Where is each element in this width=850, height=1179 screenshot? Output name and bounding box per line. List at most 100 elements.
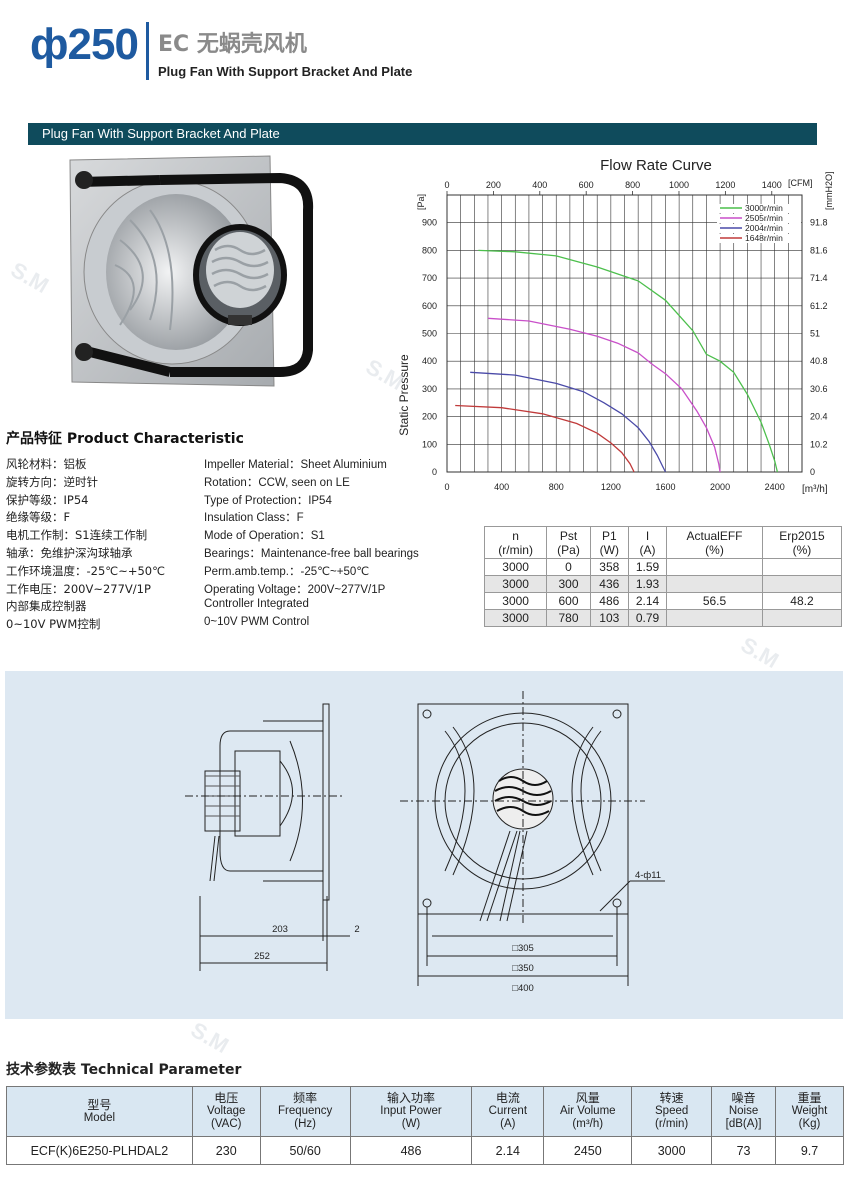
table-cell	[761, 609, 843, 627]
x-top-tick-label: 200	[486, 180, 501, 190]
char-en-line: Type of Protection：IP54	[204, 494, 332, 507]
header-subtitle: Plug Fan With Support Bracket And Plate	[158, 64, 413, 79]
char-en-line: Rotation：CCW, seen on LE	[204, 476, 350, 489]
y-tick-label: 100	[422, 439, 437, 449]
x-top-tick-label: 400	[532, 180, 547, 190]
table-cell	[761, 575, 843, 593]
char-cn-line: 工作电压：200V~277V/1P	[6, 581, 151, 596]
char-cn-line: 0~10V PWM控制	[6, 617, 101, 632]
char-en-line: Operating Voltage：200V~277V/1P	[204, 583, 386, 596]
table-cell: 3000	[483, 592, 548, 610]
x-top-tick-label: 800	[625, 180, 640, 190]
chart-x-label: [m³/h]	[802, 484, 828, 495]
legend-label: 1648r/min	[745, 233, 783, 243]
y-tick-label: 200	[422, 412, 437, 422]
char-cn-line: 内部集成控制器	[6, 599, 87, 614]
table-cell: 0	[546, 558, 591, 576]
table-cell: 0.79	[627, 609, 668, 627]
x-tick-label: 2000	[710, 482, 730, 492]
series-line	[470, 371, 667, 473]
y-tick-label: 800	[422, 245, 437, 255]
characteristics-title: 产品特征 Product Characteristic	[6, 431, 244, 447]
table-cell: 2450	[543, 1136, 633, 1165]
table-cell: 73	[711, 1136, 777, 1165]
table-cell: 436	[589, 575, 629, 593]
char-cn-line: 绝缘等级：F	[6, 510, 71, 525]
table-cell	[666, 609, 763, 627]
series-line	[455, 404, 635, 473]
y-right-tick-label: 40.8	[810, 356, 828, 366]
table-row: 3000 780 103 0.79	[483, 609, 843, 627]
x-tick-label: 400	[494, 482, 509, 492]
y-right-tick-label: 51	[810, 329, 820, 339]
y-tick-label: 0	[432, 467, 437, 477]
x-top-tick-label: 600	[579, 180, 594, 190]
section-bar: Plug Fan With Support Bracket And Plate	[28, 123, 817, 145]
y-right-tick-label: 20.4	[810, 412, 828, 422]
char-cn-line: 保护等级：IP54	[6, 492, 89, 507]
legend-bg	[717, 214, 801, 223]
chart-top-unit: [CFM]	[788, 178, 813, 188]
char-cn-line: 工作环境温度：-25℃~+50℃	[6, 563, 166, 578]
tech-title: 技术参数表 Technical Parameter	[6, 1062, 242, 1078]
table-cell: 358	[589, 558, 629, 576]
char-cn-line: 风轮材料：铝板	[6, 457, 87, 471]
flow-rate-chart: Flow Rate Curve [CFM] [Pa] [mmH2O] Stati…	[397, 157, 834, 495]
x-top-tick-label: 1400	[762, 180, 782, 190]
chart-title: Flow Rate Curve	[600, 157, 712, 174]
legend-bg	[717, 204, 801, 213]
model-number: ф250	[30, 20, 139, 69]
y-right-tick-label: 0	[810, 467, 815, 477]
watermark: S.M	[186, 1016, 234, 1059]
char-en-line: Mode of Operation：S1	[204, 530, 325, 543]
table-cell: 9.7	[775, 1136, 844, 1165]
table-cell: 486	[349, 1136, 473, 1165]
x-tick-label: 1200	[601, 482, 621, 492]
x-tick-label: 800	[549, 482, 564, 492]
char-cn-line: 电机工作制：S1连续工作制	[6, 528, 148, 543]
table-cell	[666, 558, 763, 576]
table-cell	[666, 575, 763, 593]
dim-350: □350	[512, 963, 534, 974]
table-row: 3000 0 358 1.59	[483, 558, 843, 576]
y-tick-label: 400	[422, 356, 437, 366]
y-tick-label: 600	[422, 301, 437, 311]
series-line	[478, 249, 779, 473]
legend-bg	[717, 224, 801, 233]
table-cell: 1.59	[627, 558, 668, 576]
page-header: ф250 EC 无蜗壳风机 Plug Fan With Support Brac…	[0, 0, 850, 100]
chart-left-unit: [Pa]	[416, 194, 426, 210]
table-cell: 2.14	[471, 1136, 545, 1165]
table-row: ECF(K)6E250-PLHDAL2 230 50/60 486 2.14 2…	[6, 1136, 844, 1165]
dim-252: 252	[254, 951, 270, 962]
y-right-tick-label: 91.8	[810, 218, 828, 228]
x-top-tick-label: 0	[444, 180, 449, 190]
table-cell	[761, 558, 843, 576]
table-cell: 3000	[631, 1136, 713, 1165]
char-en-line: Perm.amb.temp.：-25℃~+50℃	[204, 565, 370, 578]
header-title: EC 无蜗壳风机	[158, 32, 307, 57]
product-photo	[69, 155, 314, 387]
char-cn-line: 旋转方向：逆时针	[6, 474, 98, 489]
table-cell: ECF(K)6E250-PLHDAL2	[6, 1136, 193, 1165]
characteristics-cn: 风轮材料：铝板 旋转方向：逆时针 保护等级：IP54 绝缘等级：F 电机工作制：…	[6, 456, 196, 634]
dim-400: □400	[512, 983, 534, 994]
x-top-tick-label: 1200	[715, 180, 735, 190]
legend-label: 3000r/min	[745, 203, 783, 213]
table-cell: 3000	[483, 558, 548, 576]
table-header: n(r/min)	[483, 526, 548, 559]
char-en-line: Insulation Class：F	[204, 512, 304, 525]
x-tick-label: 2400	[765, 482, 785, 492]
performance-table: n(r/min) Pst(Pa) P1(W) I(A) ActualEFF(%)…	[483, 526, 843, 627]
dim-203: 203	[272, 924, 288, 935]
characteristics-en: Impeller Material：Sheet Aluminium Rotati…	[204, 456, 464, 634]
x-tick-label: 1600	[655, 482, 675, 492]
table-row: 3000 300 436 1.93	[483, 575, 843, 593]
dim-2: 2	[354, 924, 359, 935]
